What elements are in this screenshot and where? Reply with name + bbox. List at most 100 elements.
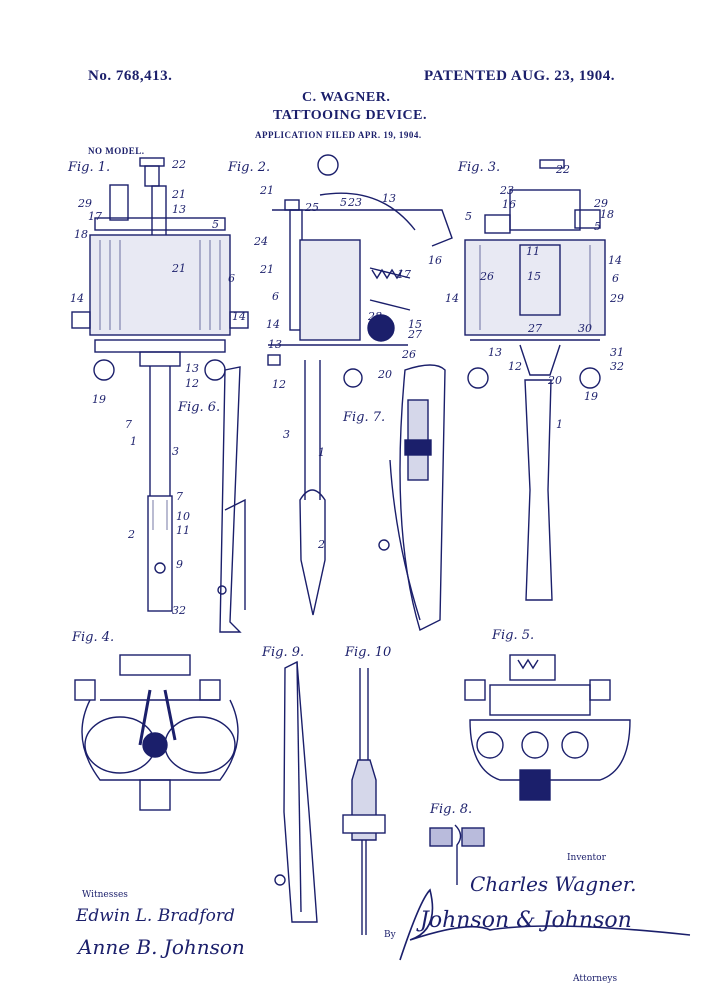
numeral: 14 (608, 254, 622, 267)
inventor-label: Inventor (567, 853, 606, 863)
no-model-note: NO MODEL. (88, 146, 145, 156)
numeral: 15 (527, 270, 541, 283)
numeral: 11 (526, 245, 540, 258)
patent-title: TATTOOING DEVICE. (273, 108, 427, 123)
witness-2-signature: Anne B. Johnson (78, 935, 245, 959)
numeral: 29 (594, 197, 608, 210)
numeral: 5 (465, 210, 472, 223)
numeral: 24 (254, 235, 268, 248)
numeral: 3 (172, 445, 179, 458)
numeral: 10 (176, 510, 190, 523)
numeral: 6 (228, 272, 235, 285)
figure-10-drawing (342, 668, 386, 935)
numeral: 21 (260, 263, 274, 276)
witnesses-label: Witnesses (82, 890, 128, 900)
figure-label: Fig. 3. (458, 160, 501, 175)
numeral: 12 (185, 377, 199, 390)
numeral: 21 (172, 188, 186, 201)
numeral: 32 (610, 360, 624, 373)
numeral: 7 (125, 418, 132, 431)
figure-6-drawing (217, 366, 246, 633)
numeral: 17 (397, 268, 411, 281)
numeral: 20 (548, 374, 562, 387)
numeral: 6 (612, 272, 619, 285)
numeral: 14 (445, 292, 459, 305)
figure-5-drawing (464, 654, 631, 801)
numeral: 1 (318, 446, 325, 459)
numeral: 30 (578, 322, 592, 335)
numeral: 17 (88, 210, 102, 223)
figure-1-drawing (71, 157, 249, 612)
numeral: 31 (610, 346, 624, 359)
patent-date: PATENTED AUG. 23, 1904. (424, 68, 615, 84)
numeral: 27 (408, 328, 422, 341)
figure-label: Fig. 1. (68, 160, 111, 175)
numeral: 25 (305, 201, 319, 214)
figure-label: Fig. 10 (345, 645, 392, 660)
numeral: 19 (92, 393, 106, 406)
figure-2-drawing (267, 154, 453, 616)
numeral: 2 (318, 538, 325, 551)
numeral: 21 (260, 184, 274, 197)
figure-3-drawing (464, 159, 606, 601)
numeral: 29 (610, 292, 624, 305)
attorneys-label: Attorneys (573, 974, 618, 984)
numeral: 5 (340, 196, 347, 209)
filing-date: APPLICATION FILED APR. 19, 1904. (255, 130, 422, 140)
numeral: 9 (176, 558, 183, 571)
by-label: By (384, 930, 396, 940)
numeral: 6 (272, 290, 279, 303)
numeral: 14 (70, 292, 84, 305)
numeral: 14 (232, 310, 246, 323)
numeral: 5 (212, 218, 219, 231)
numeral: 13 (488, 346, 502, 359)
numeral: 26 (480, 270, 494, 283)
numeral: 3 (283, 428, 290, 441)
numeral: 32 (172, 604, 186, 617)
numeral: 5 (594, 220, 601, 233)
numeral: 15 (408, 318, 422, 331)
numeral: 11 (176, 524, 190, 537)
numeral: 21 (172, 262, 186, 275)
figure-7-drawing (378, 364, 446, 631)
numeral: 13 (268, 338, 282, 351)
numeral: 18 (74, 228, 88, 241)
figure-9-drawing (274, 660, 318, 923)
numeral: 27 (528, 322, 542, 335)
numeral: 20 (378, 368, 392, 381)
numeral: 13 (172, 203, 186, 216)
numeral: 16 (428, 254, 442, 267)
figure-label: Fig. 6. (178, 400, 221, 415)
numeral: 14 (266, 318, 280, 331)
numeral: 19 (584, 390, 598, 403)
numeral: 2 (128, 528, 135, 541)
inventor-name: C. WAGNER. (302, 90, 391, 105)
numeral: 13 (185, 362, 199, 375)
figure-label: Fig. 9. (262, 645, 305, 660)
numeral: 29 (78, 197, 92, 210)
numeral: 26 (402, 348, 416, 361)
figure-label: Fig. 2. (228, 160, 271, 175)
numeral: 7 (176, 490, 183, 503)
numeral: 23 (348, 196, 362, 209)
numeral: 22 (172, 158, 186, 171)
figure-8-drawing (429, 824, 485, 885)
witness-1-signature: Edwin L. Bradford (76, 906, 235, 926)
numeral: 16 (502, 198, 516, 211)
numeral: 12 (508, 360, 522, 373)
patent-number: No. 768,413. (88, 68, 173, 84)
numeral: 1 (130, 435, 137, 448)
numeral: 13 (382, 192, 396, 205)
figure-label: Fig. 4. (72, 630, 115, 645)
figure-label: Fig. 8. (430, 802, 473, 817)
numeral: 1 (556, 418, 563, 431)
attorney-signature: Johnson & Johnson (420, 908, 632, 933)
numeral: 18 (600, 208, 614, 221)
numeral: 22 (556, 163, 570, 176)
inventor-signature: Charles Wagner. (470, 872, 637, 896)
numeral: 12 (272, 378, 286, 391)
numeral: 28 (368, 310, 382, 323)
figure-4-drawing (74, 654, 239, 811)
figure-label: Fig. 5. (492, 628, 535, 643)
